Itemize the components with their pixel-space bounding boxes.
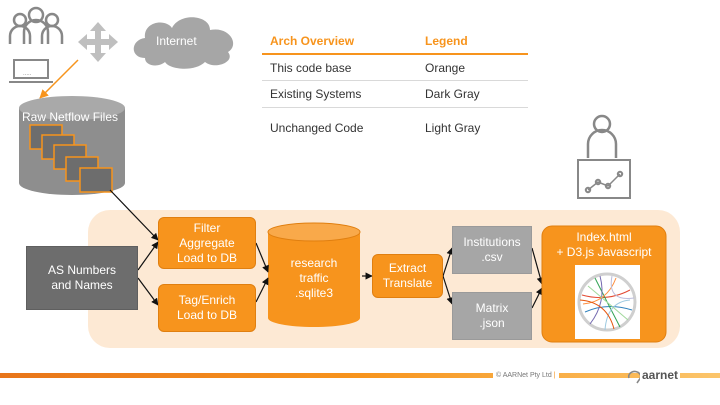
legend-table: Arch Overview Legend This code base Oran… bbox=[262, 28, 528, 142]
legend-row: Unchanged Code Light Gray bbox=[262, 108, 528, 142]
move-arrows-icon bbox=[78, 22, 118, 62]
research-db-cylinder bbox=[267, 222, 361, 327]
copyright-text: © AARNet Pty Ltd | bbox=[493, 372, 559, 379]
svg-text:.....: ..... bbox=[23, 71, 32, 77]
index-html-label: Index.html + D3.js Javascript bbox=[556, 230, 652, 259]
legend-cell-label: Unchanged Code bbox=[270, 121, 364, 135]
legend-row: This code base Orange bbox=[262, 55, 528, 81]
legend-row: Existing Systems Dark Gray bbox=[262, 81, 528, 108]
institutions-csv-box: Institutions .csv bbox=[452, 226, 532, 274]
matrix-json-box: Matrix .json bbox=[452, 292, 532, 340]
laptop-icon: ..... bbox=[9, 59, 53, 83]
legend-cell-label: This code base bbox=[270, 60, 352, 75]
as-numbers-box: AS Numbers and Names bbox=[26, 246, 138, 310]
aarnet-logo-icon bbox=[627, 370, 642, 384]
legend-header-col2: Legend bbox=[425, 33, 468, 48]
chart-monitor-icon bbox=[577, 159, 631, 199]
copyright-separator: | bbox=[553, 372, 556, 379]
internet-cloud-icon bbox=[133, 17, 234, 69]
legend-cell-color: Light Gray bbox=[425, 121, 481, 135]
users-group-icon bbox=[8, 6, 64, 44]
flow-connectors bbox=[109, 189, 544, 309]
raw-netflow-label: Raw Netflow Files bbox=[22, 110, 119, 124]
analyst-user-icon bbox=[586, 114, 618, 158]
legend-cell-color: Orange bbox=[425, 60, 466, 75]
laptop-to-netflow-connector bbox=[39, 59, 79, 99]
extract-translate-box: Extract Translate bbox=[372, 254, 443, 298]
filter-aggregate-box: Filter Aggregate Load to DB bbox=[158, 217, 256, 269]
footer-stripe bbox=[0, 373, 720, 378]
legend-header-col1: Arch Overview bbox=[270, 33, 355, 48]
legend-cell-label: Existing Systems bbox=[270, 87, 362, 101]
legend-cell-color: Dark Gray bbox=[425, 87, 480, 101]
aarnet-brand: aarnet bbox=[640, 368, 681, 382]
tag-enrich-box: Tag/Enrich Load to DB bbox=[158, 284, 256, 332]
copyright-label: © AARNet Pty Ltd bbox=[496, 372, 552, 379]
netflow-file-sheets-icon bbox=[29, 124, 113, 193]
legend-header-row: Arch Overview Legend bbox=[262, 28, 528, 55]
internet-cloud-label: Internet bbox=[156, 34, 197, 48]
research-db-label: research traffic .sqlite3 bbox=[290, 255, 338, 300]
chord-diagram-thumbnail bbox=[577, 272, 637, 332]
